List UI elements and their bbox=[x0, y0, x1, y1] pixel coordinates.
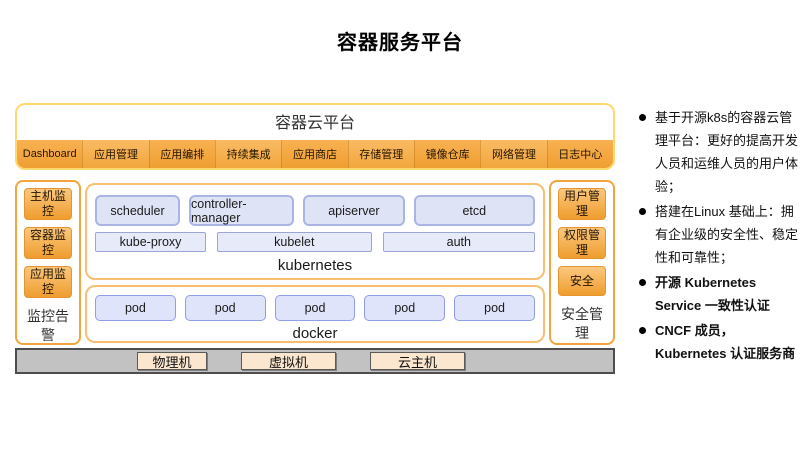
kubernetes-component: controller-manager bbox=[189, 195, 295, 226]
infrastructure-item: 云主机 bbox=[370, 352, 465, 370]
menu-item: Dashboard bbox=[17, 140, 83, 168]
security-panel: 用户管理权限管理安全 安全管理 bbox=[549, 180, 615, 345]
infrastructure-item: 物理机 bbox=[137, 352, 207, 370]
monitoring-item: 应用监控 bbox=[24, 266, 72, 298]
monitoring-panel: 主机监控容器监控应用监控 监控告警 bbox=[15, 180, 81, 345]
monitoring-panel-label: 监控告警 bbox=[27, 308, 69, 343]
menu-item: 持续集成 bbox=[214, 140, 282, 168]
pod-item: pod bbox=[454, 295, 535, 321]
pod-item: pod bbox=[364, 295, 446, 321]
menu-item: 镜像仓库 bbox=[413, 140, 481, 168]
kubernetes-component: etcd bbox=[413, 195, 535, 226]
kubernetes-component: scheduler bbox=[95, 195, 181, 226]
pod-item: pod bbox=[95, 295, 176, 321]
security-panel-label: 安全管理 bbox=[561, 306, 603, 342]
feature-list: 基于开源k8s的容器云管理平台：更好的提高开发人员和运维人员的用户体验；搭建在L… bbox=[638, 106, 798, 367]
feature-bullet: 搭建在Linux 基础上：拥有企业级的安全性、稳定性和可靠性； bbox=[638, 200, 798, 269]
menu-item: 应用商店 bbox=[281, 140, 348, 168]
page-title: 容器服务平台 bbox=[337, 32, 463, 54]
feature-bullet: 开源 Kubernetes Service 一致性认证 bbox=[638, 271, 798, 317]
docker-label: docker bbox=[292, 325, 338, 342]
monitoring-item: 容器监控 bbox=[24, 227, 72, 259]
infrastructure-bar: 物理机 虚拟机 云主机 bbox=[15, 348, 615, 374]
menu-item: 日志中心 bbox=[546, 140, 613, 168]
monitoring-item: 主机监控 bbox=[24, 188, 72, 220]
feature-bullet: CNCF 成员，Kubernetes 认证服务商 bbox=[638, 319, 798, 365]
feature-bullet: 基于开源k8s的容器云管理平台：更好的提高开发人员和运维人员的用户体验； bbox=[638, 106, 798, 198]
infrastructure-item: 虚拟机 bbox=[241, 352, 336, 370]
kubernetes-label: kubernetes bbox=[277, 257, 353, 274]
menu-item: 应用管理 bbox=[82, 140, 149, 168]
kubernetes-box: scheduler controller-manager apiserver etcd… bbox=[85, 183, 545, 280]
menu-item: 应用编排 bbox=[148, 140, 215, 168]
security-item: 安全 bbox=[558, 266, 606, 297]
menu-item: 存储管理 bbox=[347, 140, 414, 168]
security-item: 用户管理 bbox=[558, 188, 606, 220]
kubernetes-component: kube-proxy bbox=[95, 232, 206, 252]
kubernetes-component: auth bbox=[382, 232, 535, 252]
pod-item: pod bbox=[274, 295, 356, 321]
menu-item: 网络管理 bbox=[480, 140, 547, 168]
kubernetes-component: apiserver bbox=[303, 195, 405, 226]
kubernetes-components-row1: scheduler controller-manager apiserver etcd bbox=[95, 195, 535, 226]
security-item: 权限管理 bbox=[558, 227, 606, 259]
kubernetes-component: kubelet bbox=[217, 232, 372, 252]
kubernetes-components-row2: kube-proxy kubelet auth bbox=[95, 232, 535, 252]
platform-title: 容器云平台 bbox=[274, 115, 355, 132]
pod-item: pod bbox=[184, 295, 266, 321]
